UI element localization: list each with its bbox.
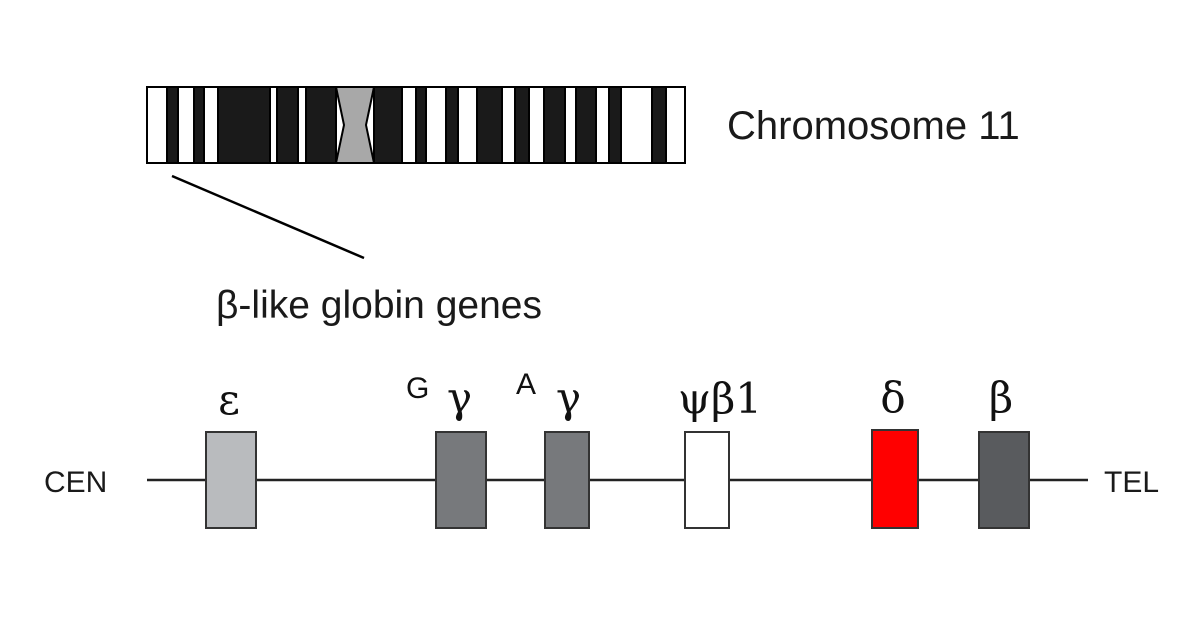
gene-box-a-gamma [544, 431, 590, 529]
chromosome-band [415, 86, 427, 164]
chromosome-band [305, 86, 337, 164]
chromosome-band [217, 86, 271, 164]
gene-prefix-g-gamma: G [406, 372, 429, 405]
chromosome-band [476, 86, 503, 164]
chromosome-band [595, 86, 610, 164]
gene-label-epsilon: ε [218, 375, 240, 424]
chromosome-band [575, 86, 597, 164]
chromosome-label: Chromosome 11 [727, 104, 1020, 148]
chromosome-band [269, 86, 278, 164]
tel-end-label: TEL [1104, 466, 1159, 499]
chromosome-band [620, 86, 653, 164]
chromosome-band [514, 86, 530, 164]
region-label: β-like globin genes [216, 284, 542, 327]
chromosome-band [146, 86, 168, 164]
gene-label-psi-beta-1: ψβ1 [678, 374, 762, 423]
chromosome-band [528, 86, 545, 164]
chromosome-band [297, 86, 307, 164]
chromosome-band [276, 86, 299, 164]
chromosome-ideogram [146, 86, 686, 164]
gene-label-beta: β [989, 373, 1013, 422]
gene-box-psi-beta-1 [684, 431, 730, 529]
gene-label-g-gamma: γ [447, 373, 472, 422]
gene-box-g-gamma [435, 431, 487, 529]
chromosome-band [177, 86, 195, 164]
zoom-connector-line [171, 174, 365, 260]
gene-label-a-gamma: γ [556, 373, 581, 422]
chromosome-band [501, 86, 516, 164]
chromosome-band [425, 86, 447, 164]
cen-end-label: CEN [44, 466, 107, 499]
chromosome-band [203, 86, 219, 164]
gene-prefix-a-gamma: A [516, 368, 536, 401]
chromosome-band [564, 86, 577, 164]
gene-box-delta [871, 429, 919, 529]
chromosome-band [651, 86, 667, 164]
gene-box-epsilon [205, 431, 257, 529]
chromosome-band [445, 86, 459, 164]
chromosome-band [608, 86, 622, 164]
chromosome-band [373, 86, 403, 164]
gene-label-delta: δ [880, 373, 905, 422]
chromosome-band [665, 86, 686, 164]
chromosome-band [401, 86, 417, 164]
gene-box-beta [978, 431, 1030, 529]
chromosome-band [193, 86, 205, 164]
chromosome-band [457, 86, 478, 164]
chromosome-band [543, 86, 566, 164]
chromosome-band [166, 86, 179, 164]
chromosome-centromere [334, 86, 376, 164]
